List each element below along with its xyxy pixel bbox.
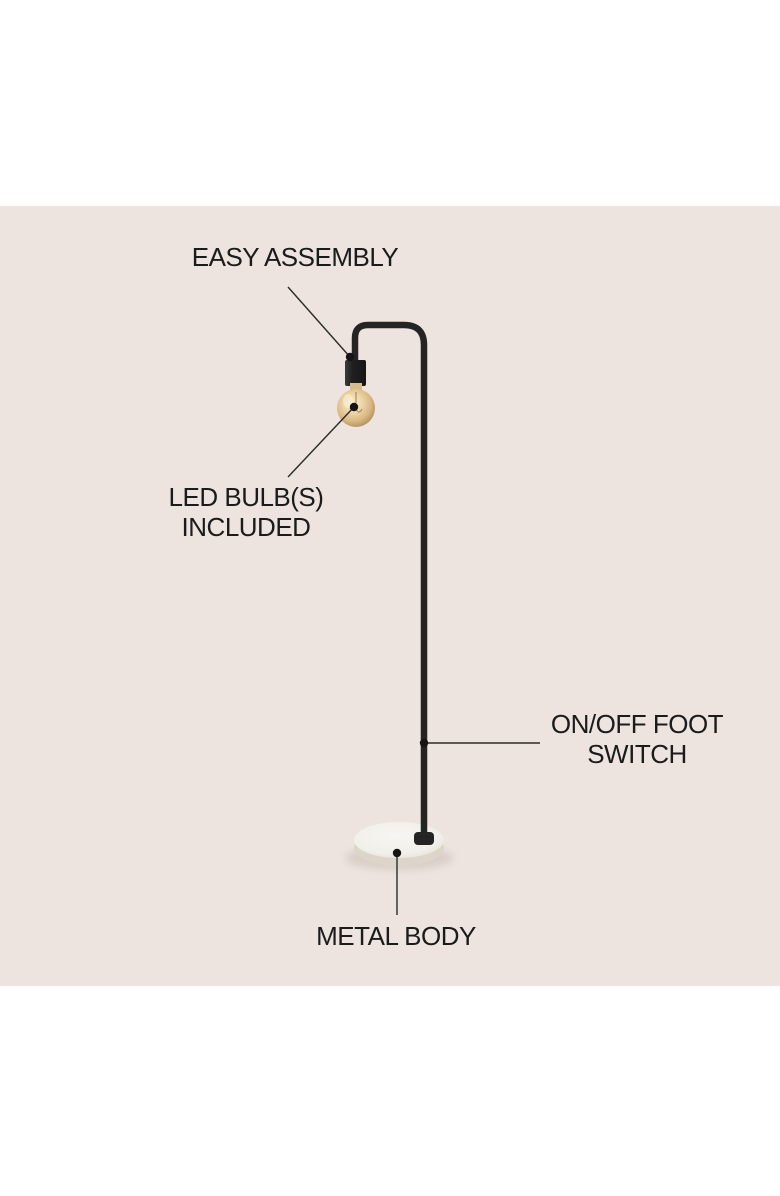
label-led-bulb: LED BULB(S) INCLUDED: [169, 482, 324, 542]
label-metal-body: METAL BODY: [316, 921, 476, 951]
bulb-highlight: [343, 394, 353, 408]
leader-line-led-bulb: [287, 406, 355, 478]
label-easy-assembly: EASY ASSEMBLY: [191, 242, 399, 272]
label-foot-switch: ON/OFF FOOT SWITCH: [550, 709, 724, 769]
pole-collar: [414, 832, 434, 845]
label-led-bulb-line2: INCLUDED: [181, 512, 311, 542]
leader-line-easy-assembly: [287, 286, 351, 358]
callout-dot-foot-switch: [419, 738, 429, 748]
beige-panel: EASY ASSEMBLY LED BULB(S) INCLUDED ON/OF…: [0, 206, 780, 986]
floor-lamp-illustration: [287, 286, 540, 915]
label-led-bulb-line1: LED BULB(S): [168, 482, 324, 512]
bulb-neck-glass: [350, 383, 362, 392]
callout-dot-bulb: [349, 402, 359, 412]
bulb-socket: [345, 360, 366, 386]
callout-dot-base: [392, 848, 402, 858]
lamp-frame: [351, 321, 428, 840]
label-foot-switch-line2: SWITCH: [587, 739, 687, 769]
callout-dot-socket: [345, 352, 355, 362]
label-foot-switch-line1: ON/OFF FOOT: [550, 709, 724, 739]
